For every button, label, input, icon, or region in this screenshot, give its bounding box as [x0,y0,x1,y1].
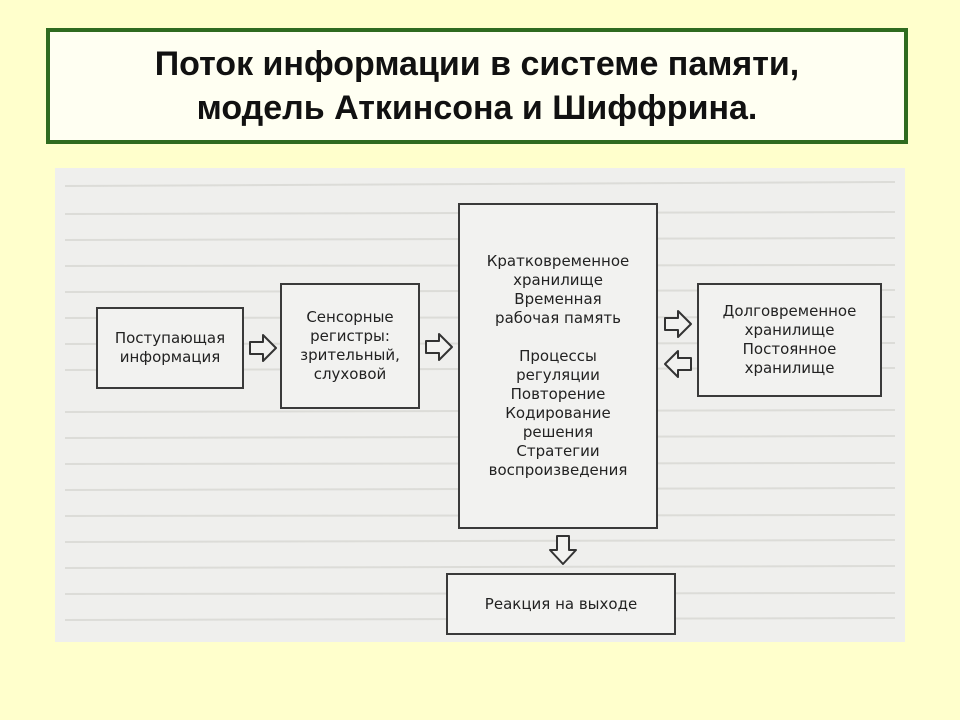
sensory-registers-box: Сенсорные регистры: зрительный, слуховой [280,283,420,409]
sensory-line-1: Сенсорные [306,308,394,326]
stm-line-4: рабочая память [495,309,621,327]
arrow-down-icon [549,535,577,565]
sensory-line-2: регистры: [310,327,390,345]
stm-line-2: хранилище [513,271,603,289]
stm-line-1: Кратковременное [486,252,630,270]
arrow-left-icon [664,350,692,378]
output-box-label: Реакция на выходе [484,594,638,613]
arrow-right-icon [249,334,277,362]
stm-line-7: Повторение [510,385,606,403]
ltm-line-2: хранилище [744,321,835,339]
input-information-box: Поступающая информация [96,307,244,389]
input-box-line-2: информация [119,348,221,366]
sensory-line-4: слуховой [313,365,387,383]
long-term-memory-box: Долговременное хранилище Постоянное хран… [697,283,882,397]
output-reaction-box: Реакция на выходе [446,573,676,635]
title-line-2: модель Аткинсона и Шиффрина. [196,89,758,127]
title-box: Поток информации в системе памяти, модел… [46,28,908,144]
stm-line-11: воспроизведения [488,461,628,479]
ltm-line-4: хранилище [744,359,835,377]
stm-line-6: регуляции [516,366,600,384]
stm-line-3: Временная [514,290,602,308]
input-box-line-1: Поступающая [114,329,226,347]
title-line-1: Поток информации в системе памяти, [154,45,800,83]
short-term-memory-box: Кратковременное хранилище Временная рабо… [458,203,658,529]
arrow-right-icon [425,333,453,361]
stm-line-8: Кодирование [505,404,611,422]
stm-line-10: Стратегии [516,442,600,460]
ltm-line-1: Долговременное [722,302,857,320]
arrow-right-icon [664,310,692,338]
stm-line-5: Процессы [519,347,597,365]
sensory-line-3: зрительный, [300,346,400,364]
stm-line-9: решения [522,423,594,441]
memory-model-diagram: Поступающая информация Сенсорные регистр… [55,168,905,642]
ltm-line-3: Постоянное [742,340,837,358]
